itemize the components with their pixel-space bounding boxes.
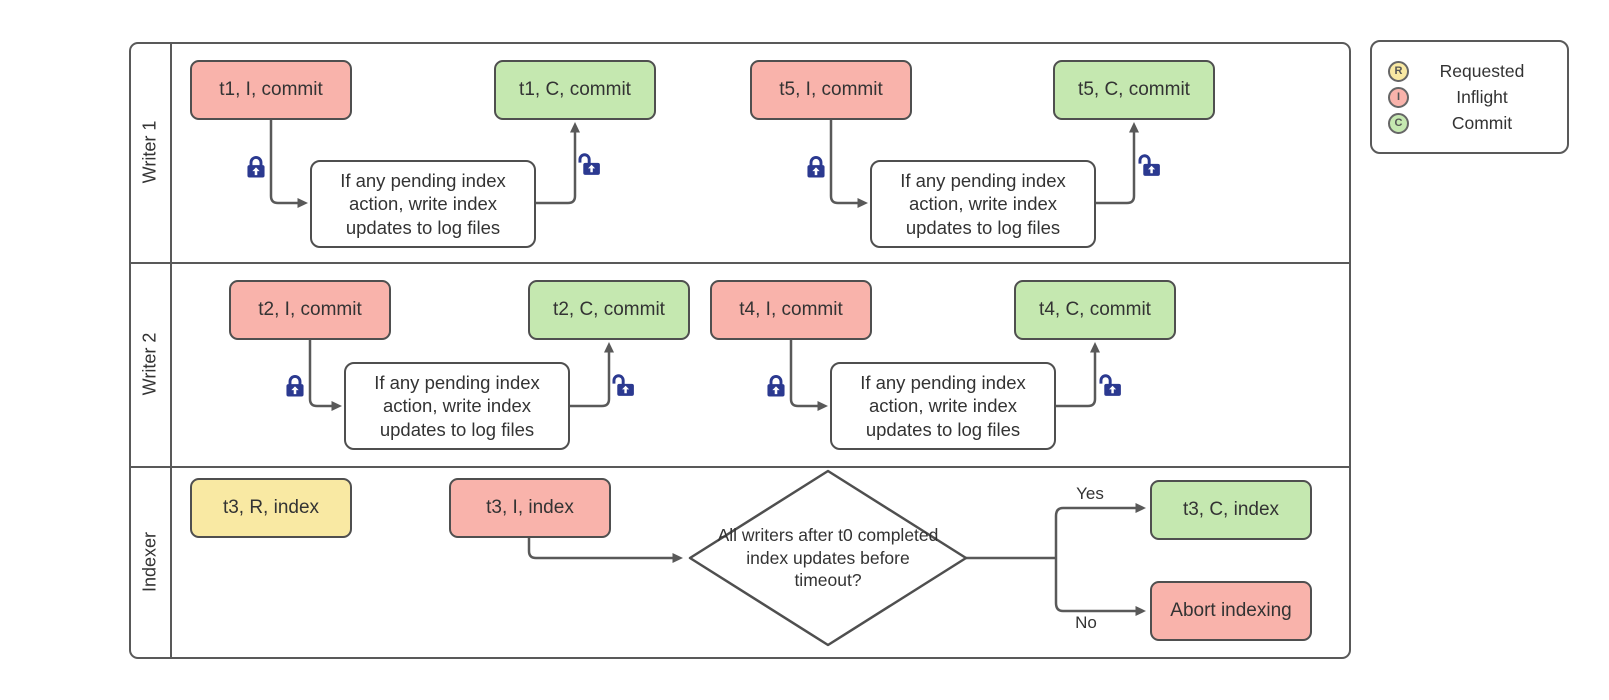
lock-open-icon <box>1098 373 1122 397</box>
legend-item-commit: C Commit <box>1388 112 1555 134</box>
lane-divider-2 <box>129 466 1349 468</box>
lane-label-writer1: Writer 1 <box>139 120 160 184</box>
node-t1-inflight[interactable]: t1, I, commit <box>190 60 352 120</box>
lane-label-divider <box>170 42 172 658</box>
requested-badge-icon: R <box>1388 60 1409 82</box>
node-t5-commit[interactable]: t5, C, commit <box>1053 60 1215 120</box>
decision-text: All writers after t0 completed index upd… <box>717 525 939 590</box>
no-branch-label: No <box>1075 613 1097 632</box>
node-t1-commit[interactable]: t1, C, commit <box>494 60 656 120</box>
node-t3-inflight[interactable]: t3, I, index <box>449 478 611 538</box>
legend-label: Inflight <box>1456 86 1508 107</box>
lock-open-icon <box>611 373 635 397</box>
node-t4-commit[interactable]: t4, C, commit <box>1014 280 1176 340</box>
node-t3-commit[interactable]: t3, C, index <box>1150 480 1312 540</box>
lane-divider-1 <box>129 262 1349 264</box>
lock-closed-icon <box>766 374 786 398</box>
yes-branch-label: Yes <box>1076 484 1104 503</box>
process-box-w1-right[interactable]: If any pending index action, write index… <box>870 160 1096 248</box>
legend[interactable]: R Requested I Inflight C Commit <box>1370 40 1569 154</box>
inflight-badge-icon: I <box>1388 86 1409 108</box>
node-t4-inflight[interactable]: t4, I, commit <box>710 280 872 340</box>
node-t3-requested[interactable]: t3, R, index <box>190 478 352 538</box>
legend-item-requested: R Requested <box>1388 60 1555 82</box>
process-box-w1-left[interactable]: If any pending index action, write index… <box>310 160 536 248</box>
node-abort-indexing[interactable]: Abort indexing <box>1150 581 1312 641</box>
lane-label-indexer: Indexer <box>139 531 160 593</box>
node-t2-inflight[interactable]: t2, I, commit <box>229 280 391 340</box>
node-t2-commit[interactable]: t2, C, commit <box>528 280 690 340</box>
lock-open-icon <box>577 152 601 176</box>
legend-label: Commit <box>1451 112 1513 133</box>
commit-badge-icon: C <box>1388 112 1409 134</box>
node-t5-inflight[interactable]: t5, I, commit <box>750 60 912 120</box>
process-box-w2-left[interactable]: If any pending index action, write index… <box>344 362 570 450</box>
lane-label-writer2: Writer 2 <box>139 332 160 396</box>
process-box-w2-right[interactable]: If any pending index action, write index… <box>830 362 1056 450</box>
legend-label: Requested <box>1439 60 1525 81</box>
lock-open-icon <box>1137 153 1161 177</box>
legend-item-inflight: I Inflight <box>1388 86 1555 108</box>
lock-closed-icon <box>806 155 826 179</box>
lock-closed-icon <box>285 374 305 398</box>
lock-closed-icon <box>246 155 266 179</box>
